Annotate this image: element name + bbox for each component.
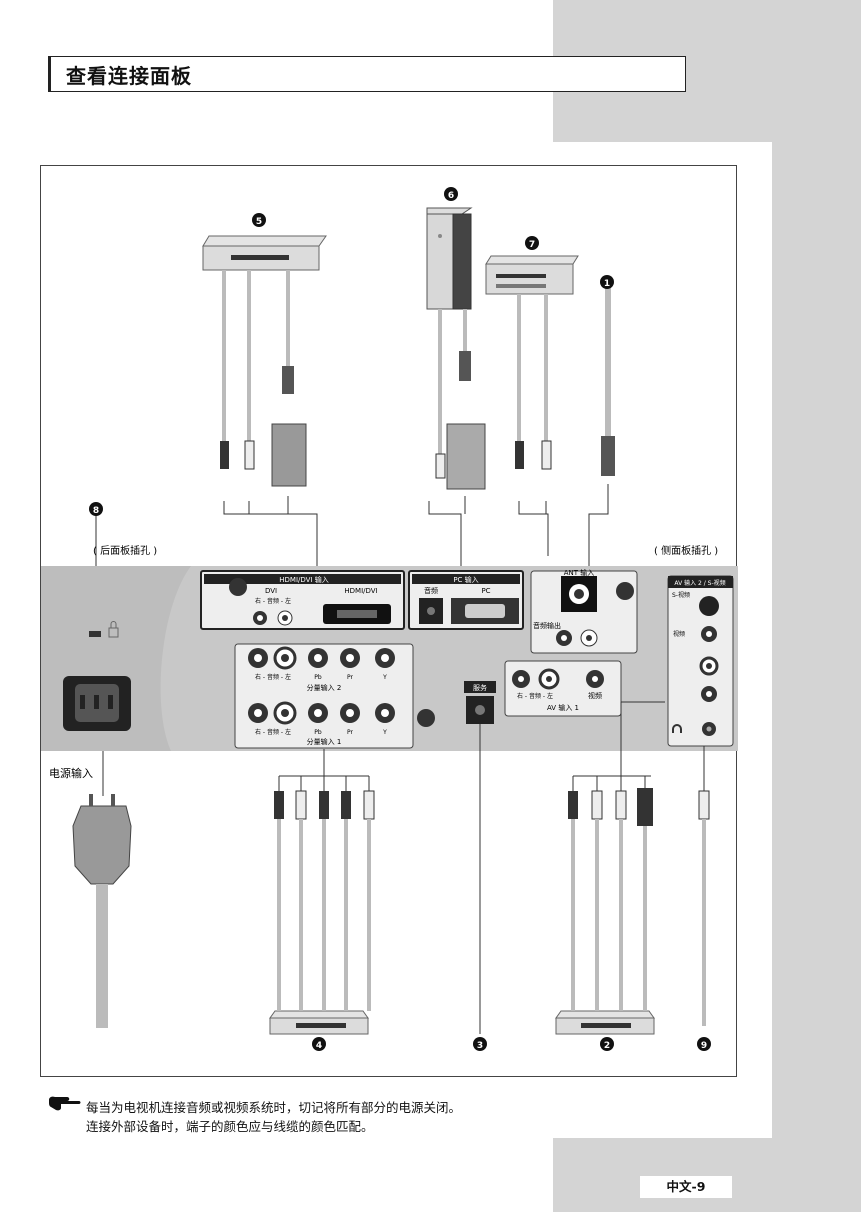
gray-band-bottom <box>553 1138 772 1212</box>
lock-icon <box>108 621 119 638</box>
callout-9: 9 <box>697 1037 711 1051</box>
svg-text:5: 5 <box>256 217 262 227</box>
component-in-2-label: 分量输入 2 <box>307 683 342 692</box>
gray-band-right <box>772 0 861 1212</box>
ant-input-label: ANT 输入 <box>564 568 595 577</box>
callout-6: 6 <box>444 187 458 201</box>
comp2-audio-label: 右 - 音频 - 左 <box>255 673 291 681</box>
pc-audio-label: 音频 <box>424 586 438 595</box>
power-input-label: 电源输入 <box>49 766 93 780</box>
callout-2: 2 <box>600 1037 614 1051</box>
comp1-pr-label: Pr <box>347 729 354 736</box>
av-input-2-label: AV 输入 2 / S-视频 <box>674 579 725 587</box>
svg-text:2: 2 <box>604 1041 610 1051</box>
svg-text:1: 1 <box>604 279 610 289</box>
comp2-y-label: Y <box>382 674 387 681</box>
pc-input-label: PC 输入 <box>453 575 478 584</box>
svg-text:4: 4 <box>316 1041 322 1051</box>
connection-diagram: HDMI/DVI 输入 DVI HDMI/DVI 右 - 音频 - 左 PC 输… <box>40 165 738 1077</box>
audio-out-label: 音频输出 <box>533 621 561 630</box>
audio-rl-label: 右 - 音频 - 左 <box>255 597 291 605</box>
callout-3: 3 <box>473 1037 487 1051</box>
callout-4: 4 <box>312 1037 326 1051</box>
comp1-audio-label: 右 - 音频 - 左 <box>255 728 291 736</box>
svg-text:9: 9 <box>701 1041 707 1051</box>
lower-cables <box>96 819 706 1028</box>
side-video-label: 视频 <box>673 630 685 638</box>
av1-audio-label: 右 - 音频 - 左 <box>517 692 553 700</box>
comp1-y-label: Y <box>382 729 387 736</box>
page-title: 查看连接面板 <box>66 64 192 88</box>
device-2-vcr <box>555 1010 655 1035</box>
component-jacks <box>248 646 395 725</box>
hdmi-dvi-input-label: HDMI/DVI 输入 <box>279 575 328 584</box>
rear-panel-label: ( 后面板插孔 ) <box>93 544 157 557</box>
svg-text:6: 6 <box>448 191 454 201</box>
svg-text:3: 3 <box>477 1041 483 1051</box>
hdmi-dvi-label: HDMI/DVI <box>344 587 377 595</box>
device-7-vcr <box>485 255 579 295</box>
callout-5: 5 <box>252 213 266 227</box>
note-line-2: 连接外部设备时，端子的颜色应与线缆的颜色匹配。 <box>86 1119 374 1134</box>
svg-text:8: 8 <box>93 506 99 516</box>
pointing-hand-icon <box>49 1096 81 1111</box>
dvi-label: DVI <box>265 587 277 595</box>
page-number: 中文-9 <box>640 1176 732 1198</box>
callout-1: 1 <box>600 275 614 289</box>
note: 每当为电视机连接音频或视频系统时，切记将所有部分的电源关闭。 连接外部设备时，端… <box>86 1098 461 1136</box>
callout-7: 7 <box>525 236 539 250</box>
av-input-1-label: AV 输入 1 <box>547 703 579 712</box>
svg-text:7: 7 <box>529 240 535 250</box>
lower-bracket-lines <box>102 701 705 1034</box>
title-box <box>48 56 686 92</box>
device-5-dvd <box>202 235 327 271</box>
side-panel-label: ( 侧面板插孔 ) <box>654 544 718 557</box>
note-line-1: 每当为电视机连接音频或视频系统时，切记将所有部分的电源关闭。 <box>86 1100 462 1115</box>
upper-cables <box>222 270 611 461</box>
lower-plugs <box>72 788 710 885</box>
s-video-label: S-视频 <box>672 591 690 599</box>
comp2-pr-label: Pr <box>347 674 354 681</box>
component-in-1-label: 分量输入 1 <box>307 737 342 746</box>
av1-video-label: 视频 <box>588 691 602 700</box>
device-6-pc <box>426 207 473 310</box>
pc-label: PC <box>481 587 490 595</box>
callout-8: 8 <box>89 502 103 516</box>
comp2-pb-label: Pb <box>314 674 322 681</box>
device-4-dvd <box>269 1010 369 1035</box>
service-label: 服务 <box>473 683 487 692</box>
upper-plugs <box>220 351 615 490</box>
headphone-icon <box>672 724 682 733</box>
comp1-pb-label: Pb <box>314 729 322 736</box>
